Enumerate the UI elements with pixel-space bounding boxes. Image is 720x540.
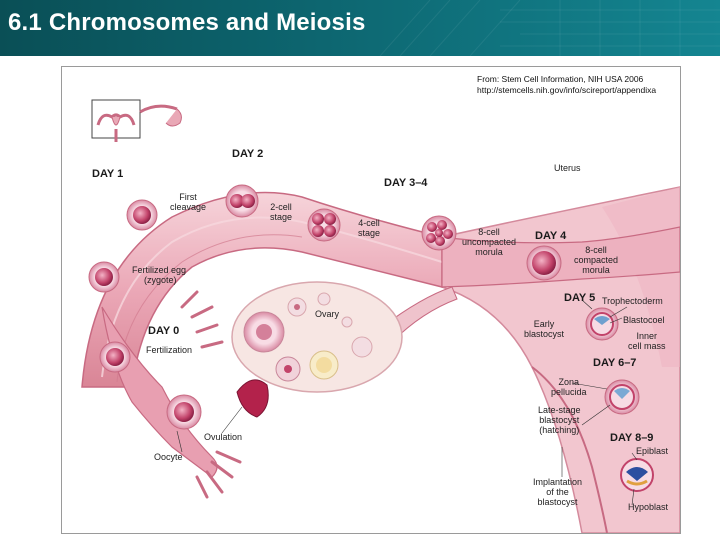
eight-uncomp-line2: uncompacted [462, 237, 517, 247]
uterus-label: Uterus [554, 163, 581, 173]
zona-line1: Zona [558, 377, 580, 387]
inner-cell-mass-label: Inner cell mass [628, 331, 666, 351]
late-blastocyst [604, 379, 640, 415]
zona-line2: pellucida [551, 387, 587, 397]
slide-header: 6.1 Chromosomes and Meiosis [0, 0, 720, 56]
reproductive-tract-illustration [81, 99, 680, 533]
four-cell-stage [307, 208, 341, 242]
early-blastocyst [585, 307, 619, 341]
two-cell-stage [225, 184, 259, 218]
oocyte-label: Oocyte [154, 452, 183, 462]
fertilization-cell [99, 341, 131, 373]
blastocoel-label: Blastocoel [623, 315, 665, 325]
late-blastocyst-line3: (hatching) [539, 425, 580, 435]
implanting-blastocyst [620, 458, 654, 492]
four-cell-line2: stage [358, 228, 381, 238]
two-cell-line1: 2-cell [270, 202, 292, 212]
day-1-label: DAY 1 [92, 168, 124, 180]
day-5-label: DAY 5 [564, 292, 596, 304]
fertilized-egg-line2: (zygote) [144, 275, 177, 285]
four-cell-label: 4-cell stage [358, 218, 380, 238]
page-title: 6.1 Chromosomes and Meiosis [8, 9, 366, 36]
fertilized-egg-line1: Fertilized egg [132, 265, 187, 275]
late-blastocyst-label: Late-stage blastocyst (hatching) [538, 405, 581, 435]
late-blastocyst-line2: blastocyst [539, 415, 580, 425]
ovulation-label: Ovulation [204, 432, 243, 442]
late-blastocyst-line1: Late-stage [538, 405, 581, 415]
ovulation-pointer [221, 406, 243, 434]
first-cleavage-label: First cleavage [170, 192, 206, 212]
four-cell-line1: 4-cell [358, 218, 380, 228]
epiblast-label: Epiblast [636, 446, 669, 456]
day-0-label: DAY 0 [148, 325, 180, 337]
oocyte-cell [166, 394, 202, 430]
eight-cell-compacted [526, 245, 562, 281]
two-cell-line2: stage [270, 212, 293, 222]
inner-mass-line1: Inner [636, 331, 658, 341]
eight-uncomp-line3: morula [475, 247, 503, 257]
ovary-shape [231, 281, 403, 393]
first-cleavage-cell [126, 199, 158, 231]
first-cleavage-line2: cleavage [170, 202, 207, 212]
eight-cell-uncompacted-label: 8-cell uncompacted morula [462, 227, 516, 257]
eight-cell-uncompacted [421, 215, 457, 251]
eight-comp-line3: morula [582, 265, 610, 275]
first-cleavage-line1: First [179, 192, 197, 202]
inner-mass-line2: cell mass [628, 341, 666, 351]
source-line: From: Stem Cell Information, NIH USA 200… [477, 74, 644, 84]
oocyte-pointer [176, 430, 183, 453]
ovary-label: Ovary [315, 309, 340, 319]
zona-pellucida-label: Zona pellucida [551, 377, 587, 397]
day-2-label: DAY 2 [232, 148, 264, 160]
hypoblast-label: Hypoblast [628, 502, 669, 512]
two-cell-label: 2-cell stage [270, 202, 292, 222]
implant-line1: Implantation [533, 477, 583, 487]
day-3-4-label: DAY 3–4 [384, 177, 428, 189]
eight-cell-compacted-label: 8-cell compacted morula [574, 245, 618, 275]
zygote-cell [88, 261, 120, 293]
image-source-note: From: Stem Cell Information, NIH USA 200… [477, 74, 656, 96]
fertilization-label: Fertilization [146, 345, 193, 355]
early-blastocyst-line1: Early [533, 319, 555, 329]
eight-comp-line1: 8-cell [585, 245, 607, 255]
header-texture [379, 0, 720, 56]
early-blastocyst-line2: blastocyst [524, 329, 565, 339]
day-4-label: DAY 4 [535, 230, 567, 242]
source-url: http://stemcells.nih.gov/info/scireport/… [477, 85, 657, 95]
eight-comp-line2: compacted [574, 255, 619, 265]
implant-line2: of the [546, 487, 569, 497]
embryo-development-figure: From: Stem Cell Information, NIH USA 200… [61, 66, 681, 534]
fertilized-egg-label: Fertilized egg (zygote) [132, 265, 186, 285]
implantation-label: Implantation of the blastocyst [533, 477, 582, 507]
eight-uncomp-line1: 8-cell [478, 227, 500, 237]
day-6-7-label: DAY 6–7 [593, 357, 637, 369]
day-8-9-label: DAY 8–9 [610, 432, 654, 444]
trophectoderm-label: Trophectoderm [602, 296, 663, 306]
early-blastocyst-label: Early blastocyst [524, 319, 564, 339]
implant-line3: blastocyst [537, 497, 578, 507]
